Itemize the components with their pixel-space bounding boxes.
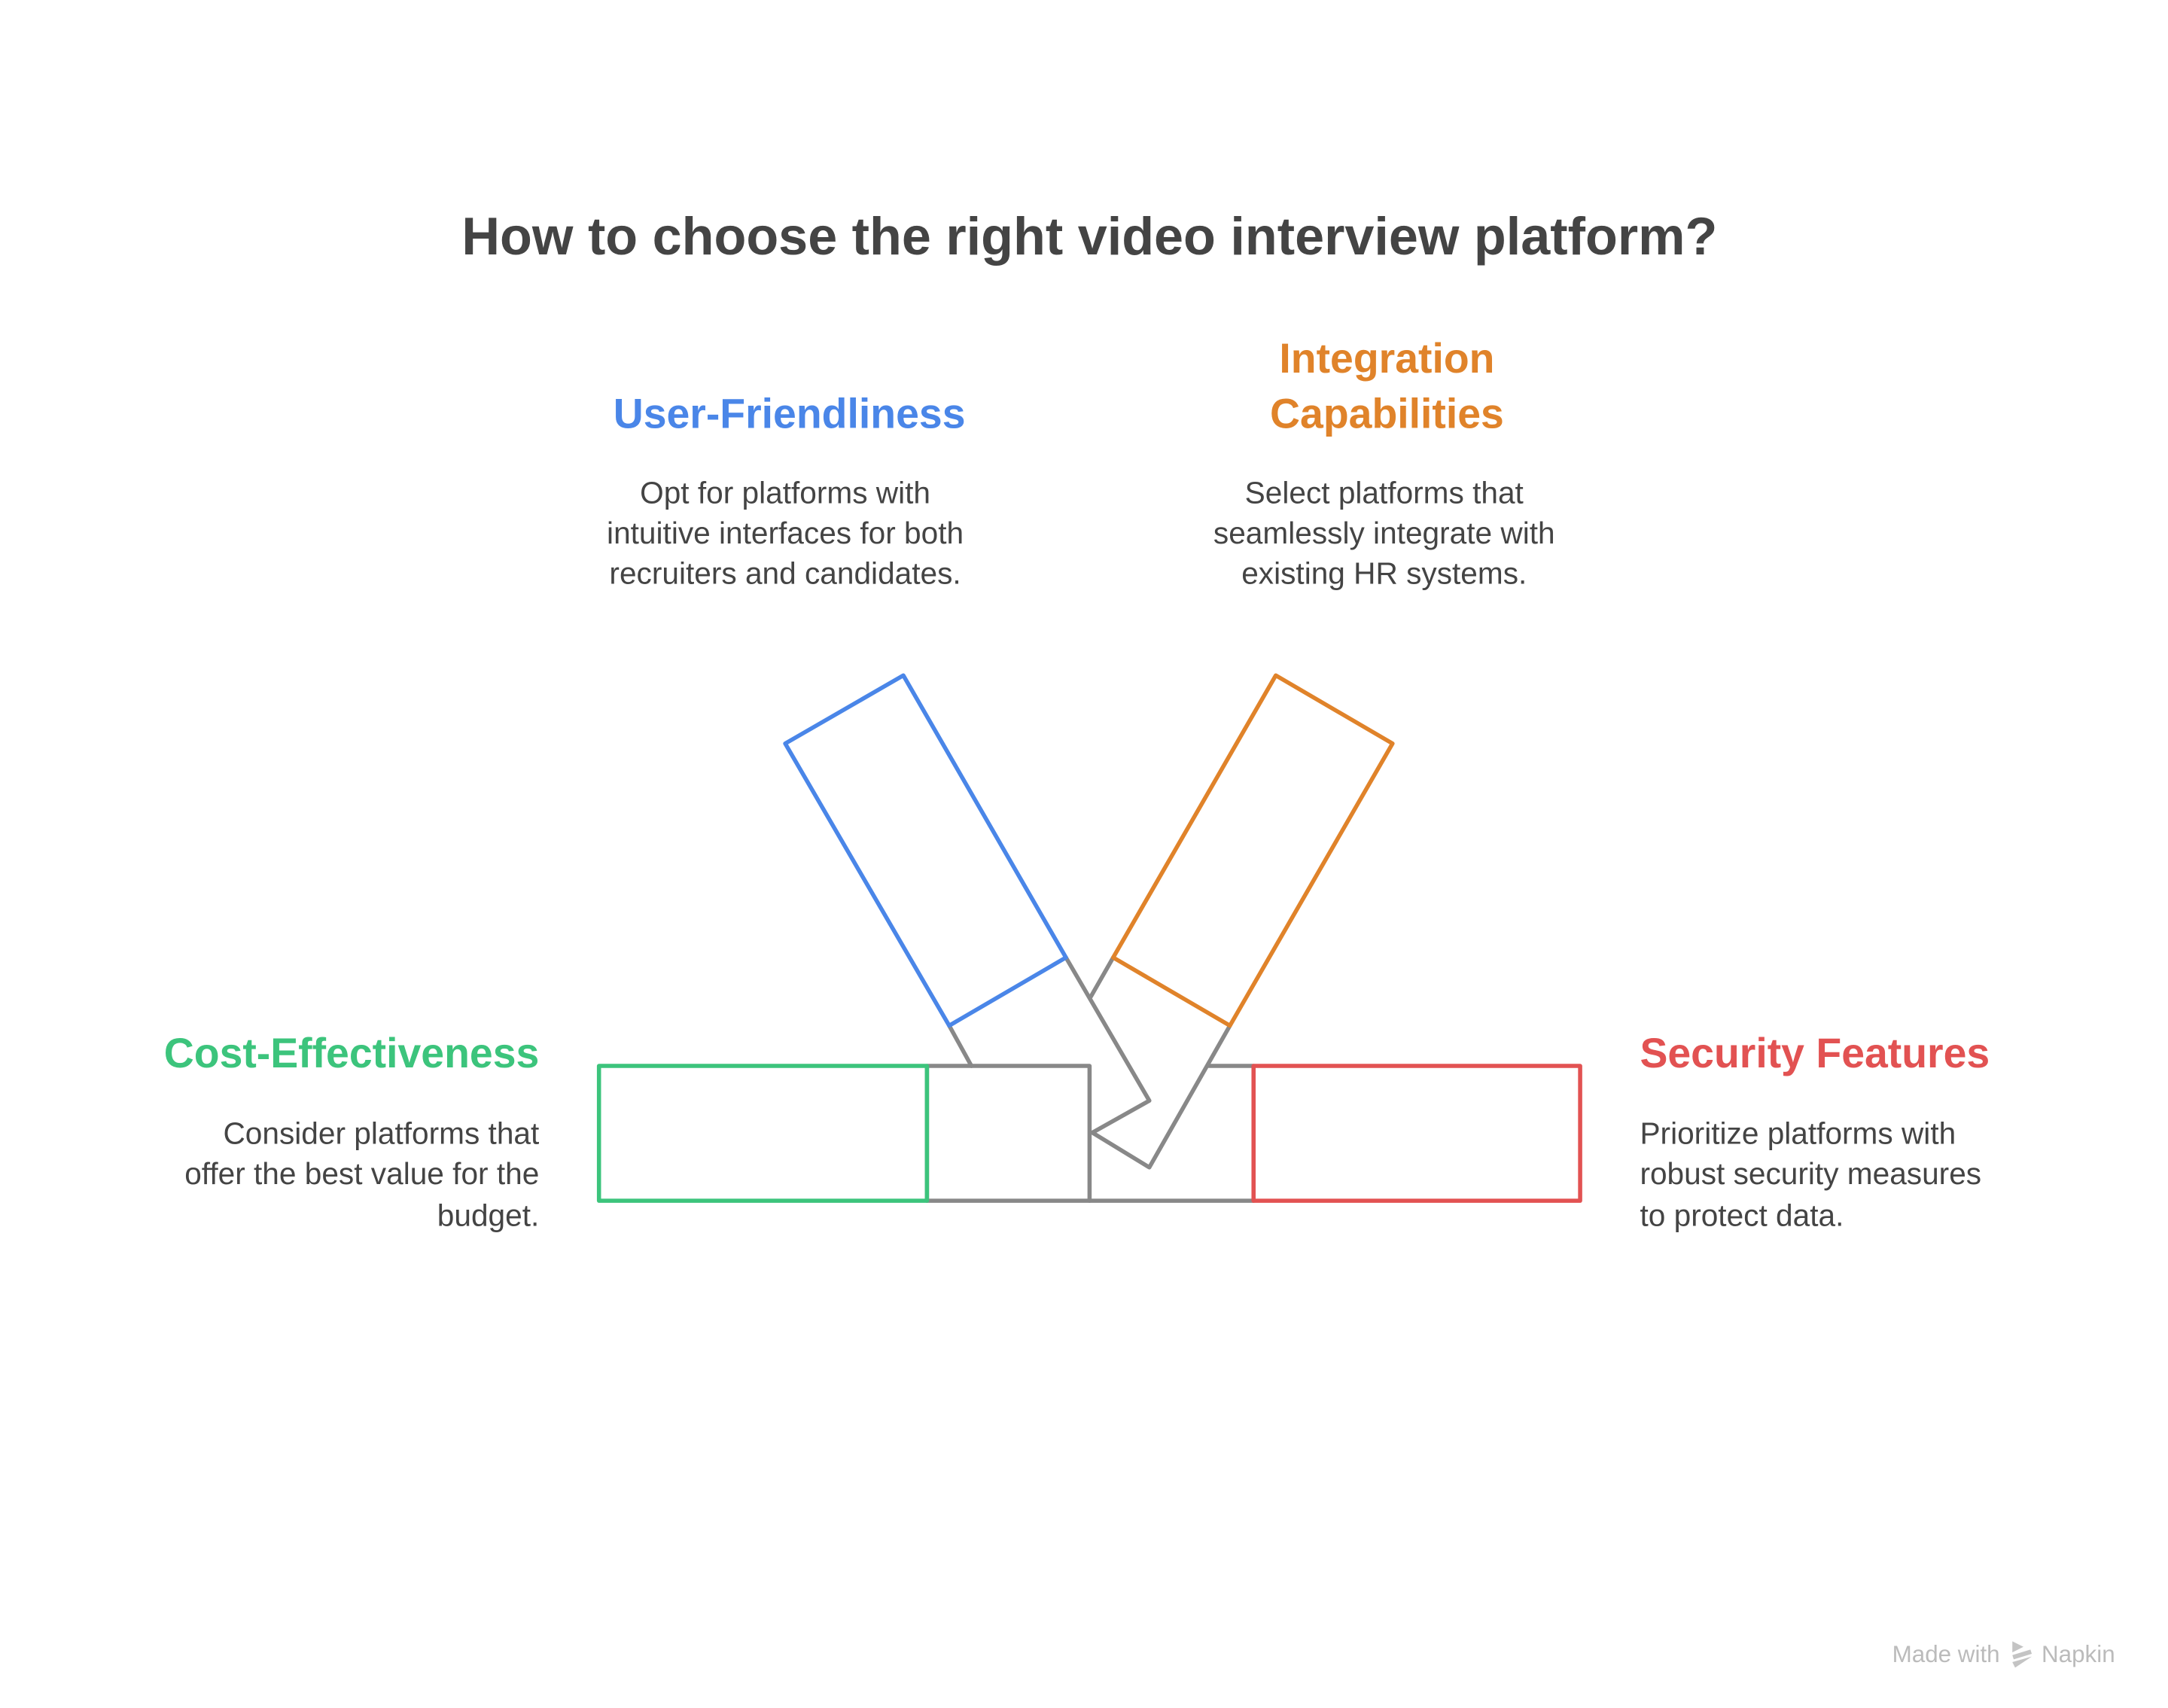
napkin-brand: Napkin <box>2042 1641 2115 1667</box>
security-block <box>1251 1064 1582 1203</box>
page-title: How to choose the right video interview … <box>461 206 1717 266</box>
cost-effectiveness-heading: Cost-Effectiveness <box>164 1030 540 1076</box>
connector-line <box>1089 955 1116 999</box>
napkin-logo-icon <box>2012 1641 2032 1668</box>
made-with-label: Made with <box>1892 1641 2000 1667</box>
desc-line: Opt for platforms with <box>640 475 930 510</box>
footer-watermark: Made with Napkin <box>1892 1641 2115 1668</box>
connector-line <box>1064 955 1232 1170</box>
desc-line: robust security measures <box>1640 1156 1981 1191</box>
connector-line <box>947 1023 974 1068</box>
desc-line: Prioritize platforms with <box>1640 1116 1956 1150</box>
desc-line: existing HR systems. <box>1241 556 1527 590</box>
desc-line: intuitive interfaces for both <box>607 516 964 550</box>
desc-line: recruiters and candidates. <box>609 556 961 590</box>
desc-line: to protect data. <box>1640 1198 1844 1232</box>
connector-box <box>924 1064 1092 1203</box>
integration-heading: Integration <box>1279 335 1494 382</box>
connector-lines <box>924 955 1256 1203</box>
user-friendliness-block <box>783 673 1068 1028</box>
security-heading: Security Features <box>1640 1030 1990 1076</box>
desc-line: seamlessly integrate with <box>1213 516 1555 550</box>
integration-heading: Capabilities <box>1270 391 1504 437</box>
user-friendliness-desc: Opt for platforms with intuitive interfa… <box>607 475 964 590</box>
user-friendliness-heading: User-Friendliness <box>614 391 966 437</box>
desc-line: Select platforms that <box>1245 475 1524 510</box>
desc-line: budget. <box>437 1198 540 1232</box>
cost-effectiveness-block <box>596 1064 930 1203</box>
desc-line: Consider platforms that <box>223 1116 539 1150</box>
integration-block <box>1111 673 1395 1028</box>
desc-line: offer the best value for the <box>184 1156 539 1191</box>
